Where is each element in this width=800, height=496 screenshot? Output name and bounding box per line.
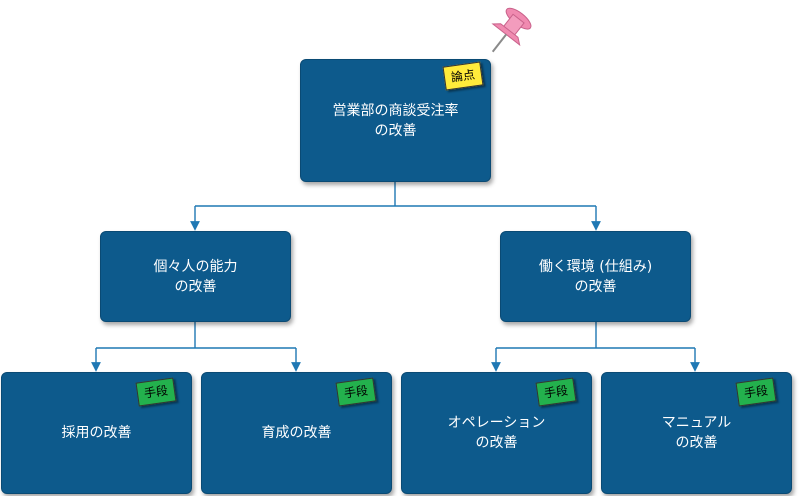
leaf-node-manual-line-1: マニュアル — [661, 415, 732, 431]
branch-node-individual-line-1: 個々人の能力 — [153, 258, 238, 275]
leaf-node-operations-line-1: オペレーション — [447, 415, 546, 431]
leaf-node-operations-line-2: の改善 — [475, 435, 518, 451]
branch-node-environment-label: 働く環境 (仕組み) の改善 — [539, 257, 652, 297]
leaf-node-manual-label: マニュアル の改善 — [662, 413, 732, 453]
branch-node-individual-line-2: の改善 — [174, 278, 217, 295]
root-node-line-1: 営業部の商談受注率 — [332, 102, 459, 119]
branch-node-environment[interactable]: 働く環境 (仕組み) の改善 — [500, 231, 691, 322]
leaf-node-hiring-line-1: 採用の改善 — [61, 425, 132, 441]
branch-node-environment-line-2: の改善 — [574, 278, 617, 295]
root-node[interactable]: 営業部の商談受注率 の改善 — [300, 59, 491, 182]
branch-node-individual-label: 個々人の能力 の改善 — [154, 257, 238, 297]
leaf-node-manual-line-2: の改善 — [675, 435, 718, 451]
leaf-node-hiring-label: 採用の改善 — [62, 423, 132, 443]
leaf-node-operations-label: オペレーション の改善 — [448, 413, 546, 453]
leaf-node-training-label: 育成の改善 — [262, 423, 332, 443]
leaf-node-training-line-1: 育成の改善 — [261, 425, 332, 441]
branch-node-individual[interactable]: 個々人の能力 の改善 — [100, 231, 291, 322]
root-node-line-2: の改善 — [374, 122, 417, 139]
root-node-label: 営業部の商談受注率 の改善 — [333, 101, 459, 141]
branch-node-environment-line-1: 働く環境 (仕組み) — [538, 258, 653, 275]
leaf-node-operations[interactable]: オペレーション の改善 — [401, 372, 592, 494]
push-pin-icon — [491, 7, 532, 53]
